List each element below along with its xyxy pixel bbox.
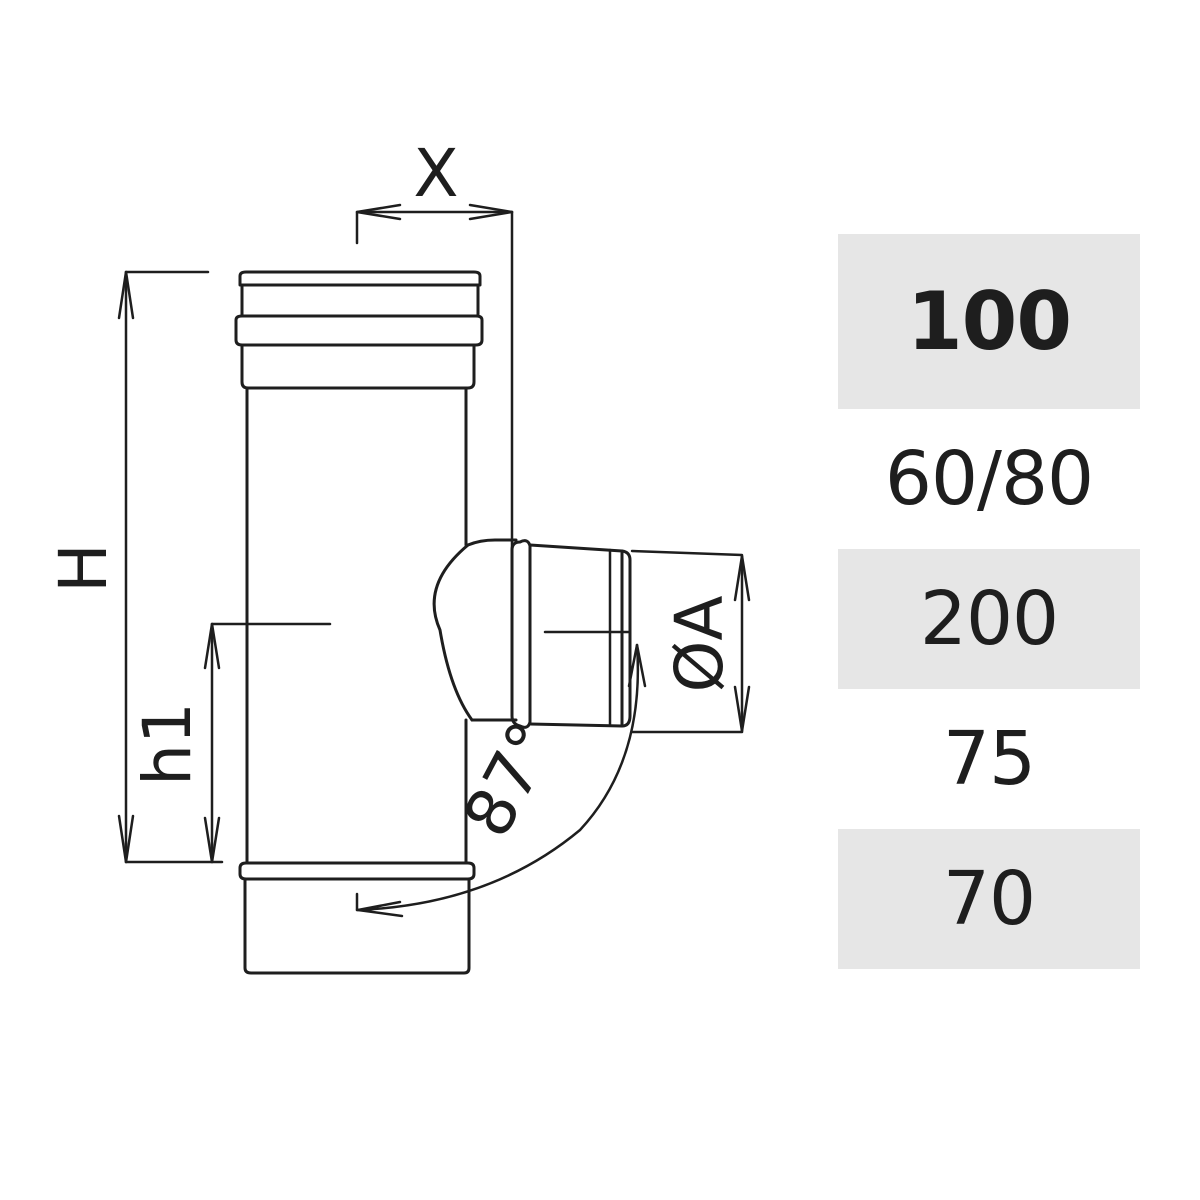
label-x: X xyxy=(413,135,458,212)
dimension-h1: h1 xyxy=(129,622,332,864)
spec-row: 200 xyxy=(838,549,1140,689)
spec-value: 75 xyxy=(942,716,1036,802)
spec-value: 60/80 xyxy=(884,436,1094,522)
spec-row: 70 xyxy=(838,829,1140,969)
spec-value: 100 xyxy=(907,275,1072,368)
spec-table: 100 60/80 200 75 70 xyxy=(838,234,1140,969)
label-h: H xyxy=(45,543,122,593)
dimension-angle: 87° xyxy=(355,643,647,918)
dimension-h: H xyxy=(45,270,224,864)
label-diameter: ØA xyxy=(661,595,738,692)
side-branch xyxy=(432,538,632,729)
dimension-diameter: ØA xyxy=(543,549,751,734)
main-pipe xyxy=(234,270,484,975)
spec-value: 70 xyxy=(942,856,1036,942)
label-h1: h1 xyxy=(129,702,206,786)
spec-row: 60/80 xyxy=(838,409,1140,549)
dimension-x: X xyxy=(355,135,514,602)
spec-row: 100 xyxy=(838,234,1140,409)
spec-row: 75 xyxy=(838,689,1140,829)
spec-value: 200 xyxy=(919,576,1059,662)
